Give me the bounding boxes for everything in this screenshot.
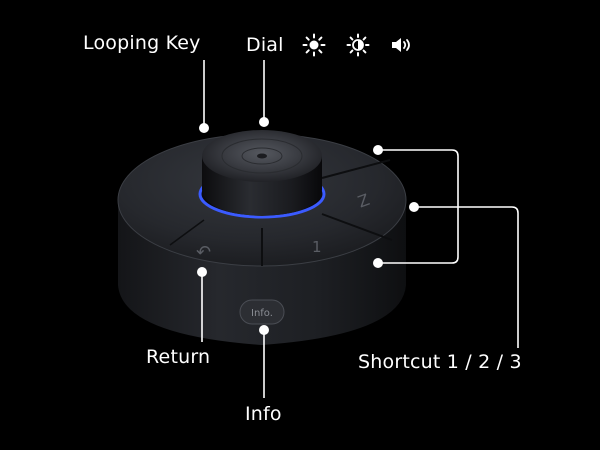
label-shortcut: Shortcut 1 / 2 / 3 (358, 351, 522, 373)
label-info: Info (245, 403, 282, 425)
info-button-label: Info. (251, 308, 273, 319)
label-looping-key: Looping Key (83, 32, 201, 54)
segment-divider (321, 159, 391, 179)
segment-divider (169, 219, 205, 246)
info-button-body (239, 299, 285, 325)
speaker-icon (390, 33, 414, 57)
callout-line-shortcut (414, 206, 519, 348)
callout-dot-shortcut-3 (373, 258, 383, 268)
sun-icon (302, 33, 326, 57)
segment-divider (321, 213, 393, 241)
callout-dot-looping-key (199, 123, 209, 133)
callout-dot-shortcut-2 (409, 202, 419, 212)
contrast-icon (346, 33, 370, 57)
callout-dot-shortcut-1 (373, 145, 383, 155)
callout-dot-dial (259, 117, 269, 127)
callout-dot-return (197, 267, 207, 277)
callout-dot-info (259, 325, 269, 335)
device-return-glyph: ↶ (196, 242, 211, 263)
label-return: Return (146, 346, 211, 368)
device-key-1-label: 1 (312, 238, 322, 256)
label-dial: Dial (246, 34, 284, 56)
